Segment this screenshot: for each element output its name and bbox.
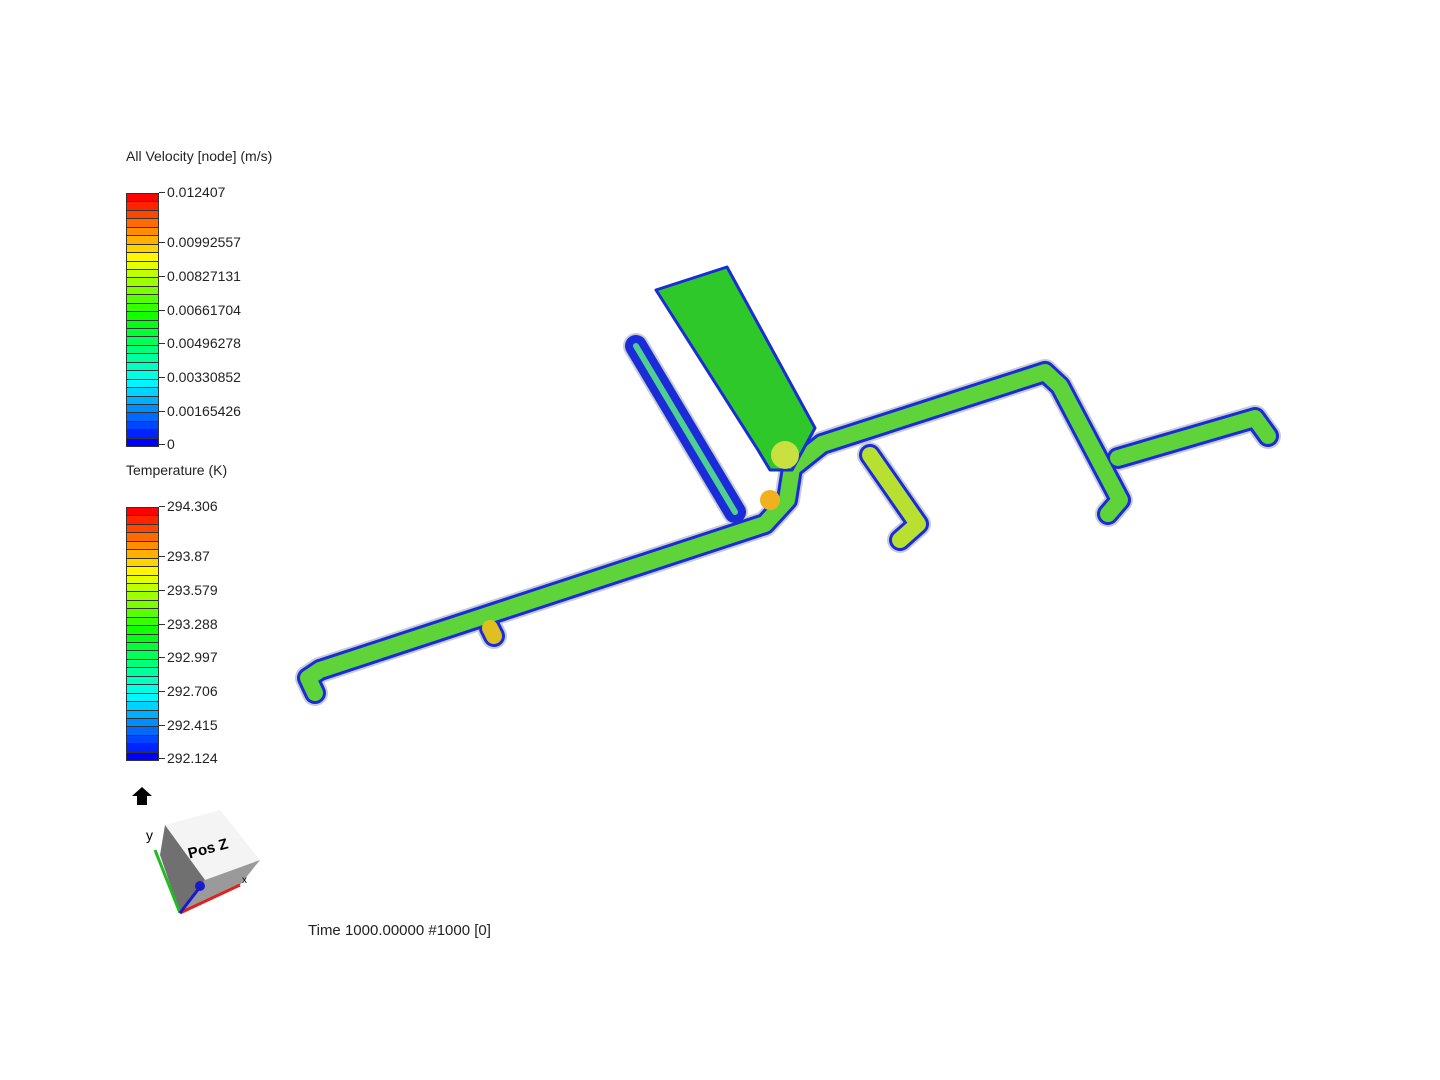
colorbar-band xyxy=(127,421,158,431)
colorbar-band xyxy=(127,702,158,711)
time-step-label: Time 1000.00000 #1000 [0] xyxy=(308,922,491,939)
temperature-tick: 294.306 xyxy=(159,498,218,514)
temperature-tick: 292.415 xyxy=(159,717,218,733)
colorbar-band xyxy=(127,685,158,694)
colorbar-band xyxy=(127,744,158,753)
temperature-tick: 293.579 xyxy=(159,582,218,598)
colorbar-band xyxy=(127,718,158,728)
temperature-legend-title: Temperature (K) xyxy=(126,462,228,478)
colorbar-band xyxy=(127,227,158,237)
colorbar-band xyxy=(127,600,158,610)
temperature-tick: 293.288 xyxy=(159,616,218,632)
colorbar-band xyxy=(127,337,158,346)
colorbar-band xyxy=(127,634,158,643)
colorbar-band xyxy=(127,575,158,584)
colorbar-band xyxy=(127,567,158,576)
colorbar-band xyxy=(127,676,158,686)
colorbar-band xyxy=(127,371,158,380)
colorbar-band xyxy=(127,516,158,525)
colorbar-band xyxy=(127,354,158,363)
colorbar-band xyxy=(127,295,158,304)
colorbar-band xyxy=(127,592,158,601)
colorbar-band xyxy=(127,508,158,517)
colorbar-band xyxy=(127,320,158,329)
colorbar-band xyxy=(127,244,158,254)
velocity-tick: 0.00330852 xyxy=(159,369,241,385)
velocity-tick: 0.00827131 xyxy=(159,268,241,284)
colorbar-band xyxy=(127,430,158,439)
colorbar-band xyxy=(127,202,158,211)
colorbar-band xyxy=(127,533,158,542)
colorbar-band xyxy=(127,210,158,220)
colorbar-band xyxy=(127,583,158,593)
colorbar-band xyxy=(127,550,158,559)
colorbar-band xyxy=(127,396,158,405)
colorbar-band xyxy=(127,752,158,761)
colorbar-band xyxy=(127,558,158,568)
colorbar-band xyxy=(127,651,158,660)
velocity-tick: 0.00496278 xyxy=(159,335,241,351)
colorbar-band xyxy=(127,710,158,719)
colorbar-band xyxy=(127,413,158,422)
colorbar-band xyxy=(127,345,158,355)
velocity-legend-title: All Velocity [node] (m/s) xyxy=(126,148,273,164)
colorbar-band xyxy=(127,541,158,551)
velocity-tick: 0.00992557 xyxy=(159,234,241,250)
orientation-cube[interactable]: Pos Z y x xyxy=(140,805,270,920)
colorbar-band xyxy=(127,194,158,203)
colorbar-band xyxy=(127,668,158,677)
temperature-tick: 293.87 xyxy=(159,548,210,564)
colorbar-band xyxy=(127,219,158,228)
colorbar-band xyxy=(127,362,158,372)
axis-y-label: y xyxy=(146,827,153,843)
home-view-icon[interactable] xyxy=(131,786,153,806)
temperature-tick: 292.124 xyxy=(159,750,218,766)
colorbar-band xyxy=(127,643,158,652)
velocity-tick: 0.00165426 xyxy=(159,403,241,419)
colorbar-band xyxy=(127,727,158,736)
temperature-tick: 292.706 xyxy=(159,683,218,699)
velocity-tick: 0.012407 xyxy=(158,184,226,200)
colorbar-band xyxy=(127,261,158,270)
colorbar-band xyxy=(127,659,158,669)
colorbar-band xyxy=(127,626,158,635)
colorbar-band xyxy=(127,236,158,245)
colorbar-band xyxy=(127,269,158,279)
colorbar-band xyxy=(127,278,158,287)
colorbar-band xyxy=(127,379,158,389)
colorbar-band xyxy=(127,404,158,414)
colorbar-band xyxy=(127,303,158,313)
pipe-geometry xyxy=(295,265,1281,706)
colorbar-band xyxy=(127,693,158,703)
colorbar-band xyxy=(127,312,158,321)
colorbar-band xyxy=(127,609,158,618)
velocity-colorbar xyxy=(126,193,159,447)
colorbar-band xyxy=(127,524,158,534)
colorbar-band xyxy=(127,735,158,745)
colorbar-band xyxy=(127,329,158,338)
colorbar-band xyxy=(127,438,158,447)
colorbar-band xyxy=(127,388,158,397)
temperature-colorbar xyxy=(126,507,159,761)
colorbar-band xyxy=(127,253,158,262)
axis-x-label: x xyxy=(242,875,247,886)
colorbar-band xyxy=(127,286,158,296)
colorbar-band xyxy=(127,617,158,627)
velocity-tick: 0.00661704 xyxy=(159,302,241,318)
velocity-tick: 0 xyxy=(159,436,175,452)
temperature-tick: 292.997 xyxy=(159,649,218,665)
